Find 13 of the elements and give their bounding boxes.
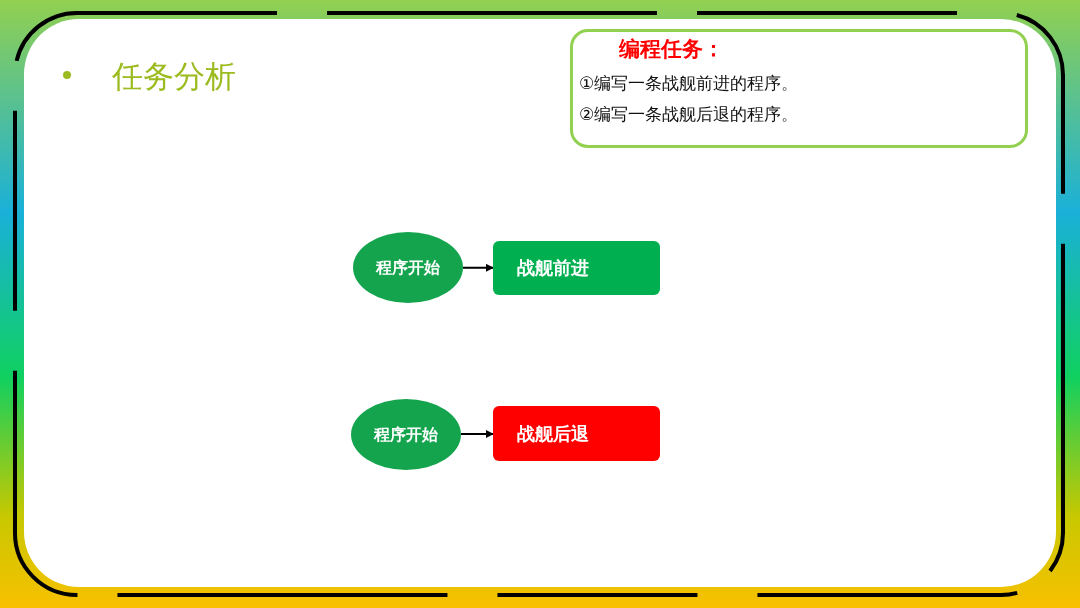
slide-title: 任务分析 [112, 57, 236, 96]
oval-label: 程序开始 [376, 257, 440, 278]
arrow [460, 430, 494, 438]
task-item: ①编写一条战舰前进的程序。 [579, 72, 799, 95]
task-item: ②编写一条战舰后退的程序。 [579, 103, 799, 126]
box-label: 战舰前进 [517, 256, 589, 280]
arrow [462, 263, 494, 272]
process-box [493, 406, 660, 461]
process-box [493, 241, 660, 295]
task-card [570, 29, 1028, 148]
box-label: 战舰后退 [517, 421, 589, 446]
oval-label: 程序开始 [374, 424, 438, 445]
card-heading: 编程任务： [619, 36, 724, 63]
